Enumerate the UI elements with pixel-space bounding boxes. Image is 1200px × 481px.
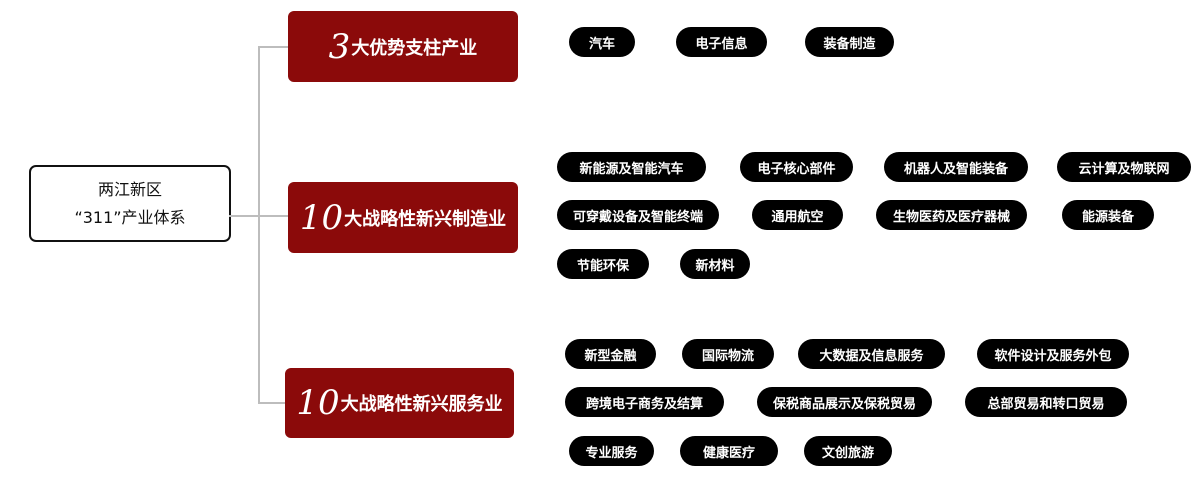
tag-item: 新材料	[680, 249, 750, 279]
connector-branch-3	[258, 402, 286, 404]
connector-root-stub	[229, 215, 259, 217]
root-subtitle: “311”产业体系	[74, 207, 186, 227]
root-title: 两江新区	[97, 179, 162, 199]
category-emerging-services: 10 大战略性新兴服务业	[285, 368, 514, 438]
tag-item: 文创旅游	[804, 436, 892, 466]
tag-item: 电子核心部件	[740, 152, 853, 182]
category-number: 3	[328, 26, 351, 67]
category-label: 大战略性新兴服务业	[340, 394, 503, 415]
tag-item: 专业服务	[569, 436, 654, 466]
tag-item: 机器人及智能装备	[884, 152, 1028, 182]
tag-item: 节能环保	[557, 249, 649, 279]
tag-item: 大数据及信息服务	[798, 339, 945, 369]
tag-item: 能源装备	[1062, 200, 1154, 230]
tag-item: 国际物流	[682, 339, 774, 369]
tag-item: 新型金融	[565, 339, 656, 369]
tag-item: 通用航空	[752, 200, 843, 230]
connector-trunk	[258, 46, 260, 403]
tag-item: 装备制造	[805, 27, 894, 57]
tag-item: 云计算及物联网	[1057, 152, 1191, 182]
category-number: 10	[299, 197, 344, 238]
tag-item: 健康医疗	[680, 436, 778, 466]
connector-branch-2	[258, 215, 288, 217]
tag-item: 生物医药及医疗器械	[876, 200, 1027, 230]
category-label: 大战略性新兴制造业	[344, 208, 507, 230]
tag-item: 汽车	[569, 27, 635, 57]
tag-item: 可穿戴设备及智能终端	[557, 200, 719, 230]
category-label: 大优势支柱产业	[351, 37, 478, 59]
connector-branch-1	[258, 46, 288, 48]
tag-item: 软件设计及服务外包	[977, 339, 1129, 369]
category-pillar-industries: 3 大优势支柱产业	[288, 11, 518, 82]
tag-item: 总部贸易和转口贸易	[965, 387, 1127, 417]
tag-item: 跨境电子商务及结算	[565, 387, 724, 417]
tag-item: 新能源及智能汽车	[557, 152, 706, 182]
root-node: 两江新区 “311”产业体系	[29, 165, 231, 242]
category-emerging-manufacturing: 10 大战略性新兴制造业	[288, 182, 518, 253]
category-number: 10	[296, 383, 340, 423]
tag-item: 电子信息	[676, 27, 767, 57]
tag-item: 保税商品展示及保税贸易	[757, 387, 932, 417]
